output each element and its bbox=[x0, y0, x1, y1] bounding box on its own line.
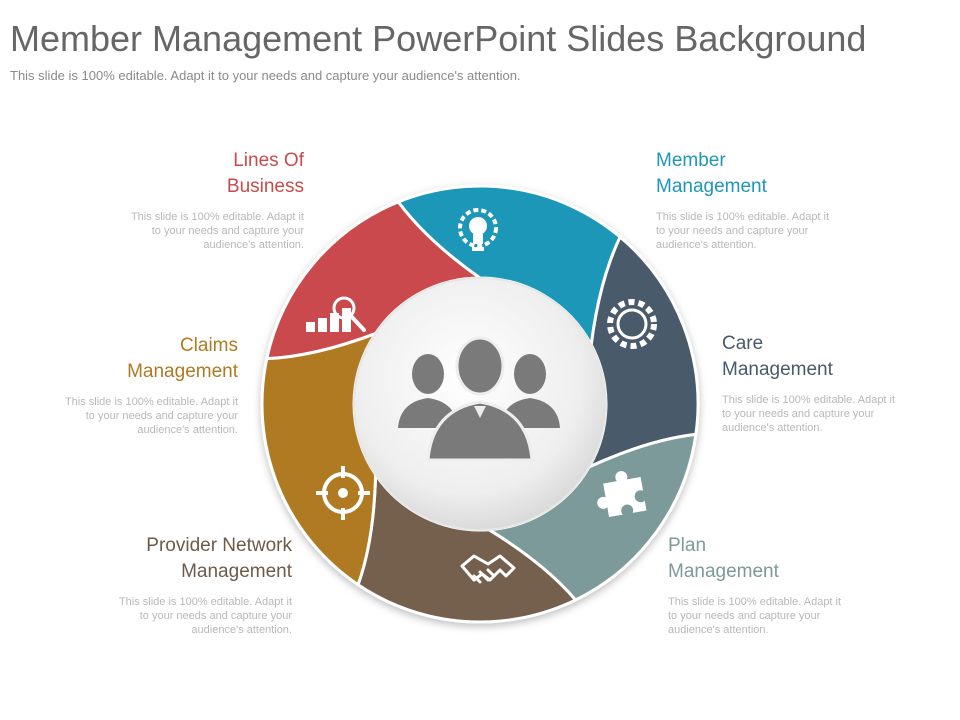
puzzle-icon bbox=[597, 471, 647, 518]
label-claims-management-title: Claims Management bbox=[38, 333, 238, 385]
title-line-2: Management bbox=[181, 561, 292, 582]
label-provider-network-management-title: Provider Network Management bbox=[92, 533, 292, 585]
gear-icon bbox=[607, 299, 657, 349]
desc-line-2: to your needs and capture your bbox=[139, 610, 292, 622]
desc-line-3: audience's attention. bbox=[668, 624, 769, 636]
label-care-management: Care Management This slide is 100% edita… bbox=[722, 331, 922, 435]
desc-line-1: This slide is 100% editable. Adapt it bbox=[130, 211, 304, 223]
label-care-management-desc: This slide is 100% editable. Adapt it to… bbox=[722, 393, 922, 435]
desc-line-3: audience's attention. bbox=[722, 422, 823, 434]
label-claims-management-desc: This slide is 100% editable. Adapt it to… bbox=[38, 395, 238, 437]
title-line-2: Management bbox=[127, 361, 238, 382]
title-line-1: Claims bbox=[179, 335, 238, 356]
desc-line-3: audience's attention. bbox=[203, 239, 304, 251]
desc-line-2: to your needs and capture your bbox=[151, 225, 304, 237]
desc-line-2: to your needs and capture your bbox=[668, 610, 821, 622]
label-lines-of-business-desc: This slide is 100% editable. Adapt it to… bbox=[104, 210, 304, 252]
label-member-management-title: Member Management bbox=[656, 148, 856, 200]
people-group-icon bbox=[398, 336, 560, 462]
title-line-1: Member bbox=[656, 150, 726, 171]
title-line-2: Management bbox=[668, 561, 779, 582]
title-line-2: Management bbox=[656, 176, 767, 197]
desc-line-3: audience's attention. bbox=[137, 424, 238, 436]
label-provider-network-management-desc: This slide is 100% editable. Adapt it to… bbox=[92, 595, 292, 637]
slide-subtitle: This slide is 100% editable. Adapt it to… bbox=[10, 68, 521, 83]
label-member-management-desc: This slide is 100% editable. Adapt it to… bbox=[656, 210, 856, 252]
label-plan-management-desc: This slide is 100% editable. Adapt it to… bbox=[668, 595, 868, 637]
label-member-management: Member Management This slide is 100% edi… bbox=[656, 148, 856, 252]
desc-line-3: audience's attention. bbox=[191, 624, 292, 636]
title-line-2: Management bbox=[722, 359, 833, 380]
desc-line-3: audience's attention. bbox=[656, 239, 757, 251]
title-line-1: Lines Of bbox=[233, 150, 304, 171]
desc-line-1: This slide is 100% editable. Adapt it bbox=[64, 396, 238, 408]
bar-chart-magnifier-icon bbox=[306, 296, 366, 332]
title-line-1: Plan bbox=[668, 535, 707, 556]
label-claims-management: Claims Management This slide is 100% edi… bbox=[38, 333, 238, 437]
desc-line-1: This slide is 100% editable. Adapt it bbox=[668, 596, 842, 608]
label-plan-management-title: Plan Management bbox=[668, 533, 868, 585]
segment-care-management bbox=[585, 234, 700, 471]
desc-line-1: This slide is 100% editable. Adapt it bbox=[722, 394, 896, 406]
label-plan-management: Plan Management This slide is 100% edita… bbox=[668, 533, 868, 637]
target-icon bbox=[316, 466, 370, 520]
label-lines-of-business: Lines Of Business This slide is 100% edi… bbox=[104, 148, 304, 252]
label-provider-network-management: Provider Network Management This slide i… bbox=[92, 533, 292, 637]
lightbulb-gear-icon bbox=[458, 208, 498, 251]
title-line-1: Provider Network bbox=[146, 535, 292, 556]
handshake-icon bbox=[460, 554, 516, 584]
desc-line-2: to your needs and capture your bbox=[722, 408, 875, 420]
desc-line-2: to your needs and capture your bbox=[656, 225, 809, 237]
desc-line-1: This slide is 100% editable. Adapt it bbox=[656, 211, 830, 223]
title-line-1: Care bbox=[722, 333, 764, 354]
slide-title: Member Management PowerPoint Slides Back… bbox=[10, 18, 867, 59]
label-lines-of-business-title: Lines Of Business bbox=[104, 148, 304, 200]
desc-line-1: This slide is 100% editable. Adapt it bbox=[118, 596, 292, 608]
desc-line-2: to your needs and capture your bbox=[85, 410, 238, 422]
label-care-management-title: Care Management bbox=[722, 331, 922, 383]
title-line-2: Business bbox=[226, 176, 304, 197]
